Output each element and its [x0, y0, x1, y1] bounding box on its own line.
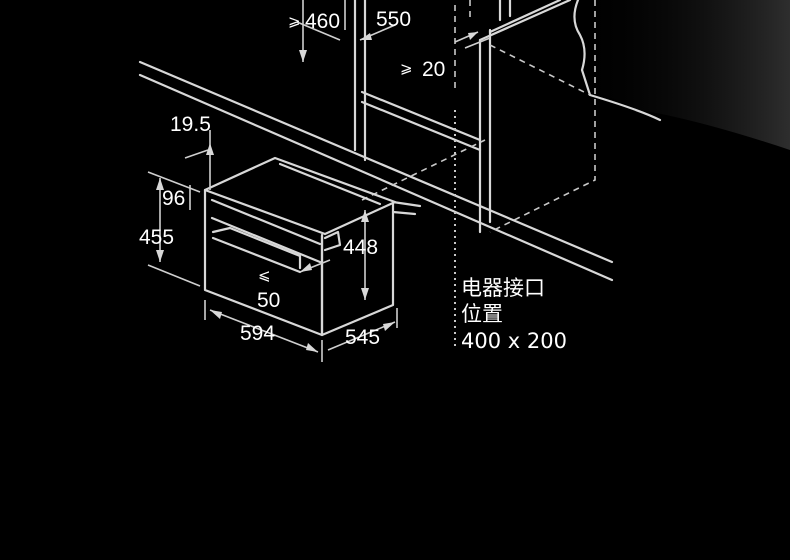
oven: [203, 156, 422, 337]
dimension-gap-bottom: 50: [257, 289, 280, 312]
wall-shading: [575, 0, 790, 150]
dimension-width-top: 550: [376, 8, 411, 31]
dimension-panel-height: 96: [162, 187, 185, 210]
ge-symbol-gap: ⩾: [400, 59, 413, 77]
ge-symbol-top: ⩾: [288, 12, 301, 30]
dimension-gap-top: 20: [422, 58, 445, 81]
dimension-top-offset: 19.5: [170, 113, 211, 136]
dimension-width: 594: [240, 322, 275, 345]
side-dimension-lines: [147, 130, 398, 362]
le-symbol: ⩽: [258, 266, 271, 284]
dimension-total-height: 455: [139, 226, 174, 249]
note-line-3: 400 x 200: [461, 329, 567, 353]
wall-edge: [573, 0, 662, 122]
dimension-inner-height: 448: [343, 236, 378, 259]
top-dimension-lines: [296, 0, 491, 62]
dimension-depth-top: 460: [305, 10, 340, 33]
niche-frame: [353, 0, 572, 234]
note-line-2: 位置: [461, 302, 503, 326]
note-line-1: 电器接口: [461, 276, 545, 300]
hidden-lines: [361, 0, 596, 233]
dimension-depth: 545: [345, 326, 380, 349]
shelf-lines: [138, 60, 614, 282]
